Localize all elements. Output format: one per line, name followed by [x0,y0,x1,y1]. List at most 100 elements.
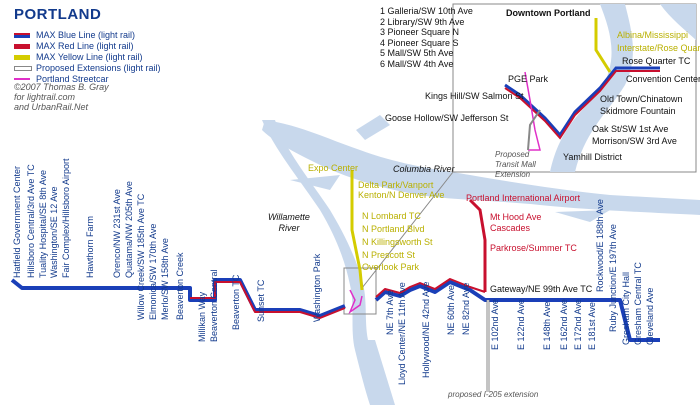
downtown-key-item: 6 Mall/SW 4th Ave [380,58,454,69]
station-label: Cascades [490,223,531,233]
station-label: N Prescott St [362,250,416,260]
station-label: Oak St/SW 1st Ave [592,124,669,134]
station-label: Morrison/SW 3rd Ave [592,136,677,146]
station-label: Rose Quarter TC [622,56,691,66]
station-label: Old Town/Chinatown [600,94,683,104]
blue-line-west [10,278,346,318]
station-label: Orenco/NW 231st Ave [112,189,122,278]
station-label: Gresham City Hall [621,271,631,345]
station-label: Interstate/Rose Quarter [617,43,700,53]
yellow-line [350,170,364,291]
station-label: Delta Park/Vanport [358,180,434,190]
station-label: Sunset TC [256,279,266,322]
station-label: Tuality Hospital/SE 8th Ave [38,169,48,278]
credit-line: for lightrail.com [14,92,76,102]
station-label: Kings Hill/SW Salmon St [425,91,524,101]
station-label: Hawthorn Farm [85,215,95,278]
station-label: Quatama/NW 205th Ave [124,181,134,278]
station-label: NE 7th Ave [385,290,395,335]
river-islands [290,175,610,222]
willamette-river [262,120,382,405]
downtown-key-item: 4 Pioneer Square S [380,37,459,48]
river-lower [360,340,395,405]
station-label: Hillsboro Central/3rd Ave TC [26,164,36,278]
willamette-river-label: Willamette River [268,212,310,233]
station-label: N Lombard TC [362,211,421,221]
legend-label: MAX Yellow Line (light rail) [36,52,143,62]
station-label: Millikan Way [197,291,207,342]
downtown-key: 1 Galleria/SW 10th Ave 2 Library/SW 9th … [380,6,473,69]
downtown-key-item: 3 Pioneer Square N [380,27,460,37]
station-label: E 162nd Ave [559,299,569,350]
inset-streetcar [524,71,541,151]
station-label: Beaverton Central [209,269,219,342]
red-line-west [190,281,346,319]
legend-swatch-streetcar [14,78,30,80]
legend-swatch-red [14,44,30,49]
station-label: Hatfield Government Center [12,165,22,278]
legend-label: MAX Blue Line (light rail) [36,30,136,40]
legend-label: Portland Streetcar [36,74,109,84]
station-label: Fair Complex/Hillsboro Airport [61,158,71,278]
station-label: Convention Center [626,74,700,84]
inset-proposed-mall [527,109,541,151]
station-label: Willow Creek/SW 185th Ave TC [136,193,146,320]
station-label: Portland International Airport [466,193,581,203]
station-label: Cleveland Ave [645,287,655,345]
station-label: Washington Park [312,253,322,322]
station-label: Goose Hollow/SW Jefferson St [385,113,509,123]
blue-line-east [374,280,660,342]
columbia-river [262,120,700,215]
inset-yellow [594,18,612,73]
station-label: E 148th Ave [542,301,552,350]
station-label: NE 82nd Ave [461,282,471,335]
station-label: Kenton/N Denver Ave [358,190,445,200]
station-label: PGE Park [508,74,549,84]
legend-swatch-blue [14,33,30,38]
map-title: PORTLAND [14,6,102,23]
i205-note: proposed I-205 extension [448,390,539,399]
station-label: NE 60th Ave [446,285,456,335]
station-label: Overlook Park [362,262,420,272]
station-label: E 122nd Ave [516,299,526,350]
legend-label: MAX Red Line (light rail) [36,41,134,51]
credit-line: and UrbanRail.Net [14,102,89,112]
station-label: Hollywood/NE 42nd Ave [421,281,431,378]
station-label: Beaverton Creek [175,252,185,320]
transit-mall-note: Proposed Transit Mall Extension [495,150,536,179]
credit-block: ©2007 Thomas B. Gray for lightrail.com a… [14,82,109,112]
station-label: N Killingsworth St [362,237,433,247]
columbia-river-label: Columbia River [393,164,455,174]
downtown-key-item: 5 Mall/SW 5th Ave [380,48,454,58]
downtown-key-item: 2 Library/SW 9th Ave [380,16,465,27]
station-label: Lloyd Center/NE 11th Ave [397,282,407,385]
station-label: Yamhill District [563,152,622,162]
station-label: Elmonica/SW 170th Ave [148,223,158,320]
station-label: Parkrose/Summer TC [490,243,577,253]
inset-river [550,4,633,172]
downtown-key-item: 1 Galleria/SW 10th Ave [380,6,473,16]
station-label: N Portland Blvd [362,224,425,234]
station-label: E 181st Ave [587,302,597,350]
streetcar-line [348,289,363,315]
legend-label: Proposed Extensions (light rail) [36,63,161,73]
legend-swatch-yellow [14,55,30,60]
downtown-title: Downtown Portland [506,8,591,18]
station-label: Washington/SE 12 Ave [49,186,59,278]
red-line-east [375,278,486,298]
station-label: Merlo/SW 158th Ave [160,238,170,320]
station-label: E 172nd Ave [573,299,583,350]
inset-blue-red [504,66,660,138]
station-label: Mt Hood Ave [490,212,542,222]
credit-line: ©2007 Thomas B. Gray [14,82,109,92]
station-label: Albina/Mississippi [617,30,689,40]
legend-swatch-proposed [14,66,32,71]
station-label: Beaverton TC [231,274,241,330]
station-label: Gresham Central TC [633,262,643,345]
station-label: E 102nd Ave [490,299,500,350]
station-label: Skidmore Fountain [600,106,676,116]
station-label: Rockwood/E 188th Ave [595,199,605,292]
station-label: Ruby Junction/E 197th Ave [608,224,618,332]
